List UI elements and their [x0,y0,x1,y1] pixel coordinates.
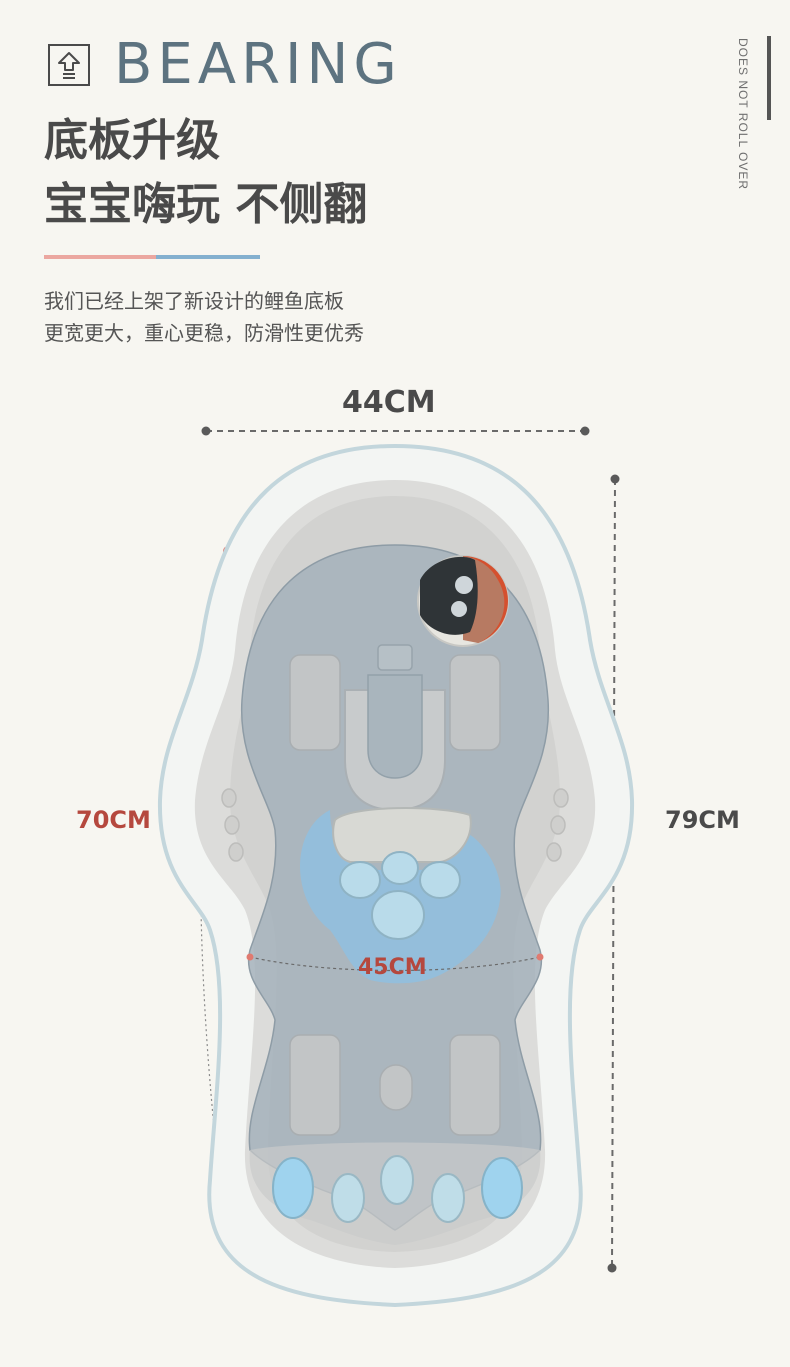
outer-length-dimension-line [607,474,620,1273]
mid-width-dimension-line [246,953,544,972]
bottom-toe-pads [249,1142,541,1245]
description-line-2: 更宽更大，重心更稳，防滑性更优秀 [44,321,364,345]
divider-blue [156,255,260,259]
width-label: 44CM [342,385,436,420]
width-dimension-line [201,426,590,436]
mid-width-label: 45CM [358,955,427,980]
upload-arrow-icon [48,44,90,86]
divider-pink [44,255,156,259]
side-accent-bar [767,36,771,120]
outer-length-label: 79CM [665,806,740,834]
side-caption: DOES NOT ROLL OVER [736,38,750,191]
headline-line-2: 宝宝嗨玩 不侧翻 [44,179,368,230]
description-line-1: 我们已经上架了新设计的鲤鱼底板 [44,289,344,313]
mid-paw-pads [332,807,472,940]
side-grips [221,788,569,862]
brand-title: BEARING [114,32,402,97]
headline-line-1: 底板升级 [44,115,220,166]
fish-eye-emblem [417,555,509,647]
inner-length-label: 70CM [76,806,151,834]
board-recesses [289,654,501,1136]
